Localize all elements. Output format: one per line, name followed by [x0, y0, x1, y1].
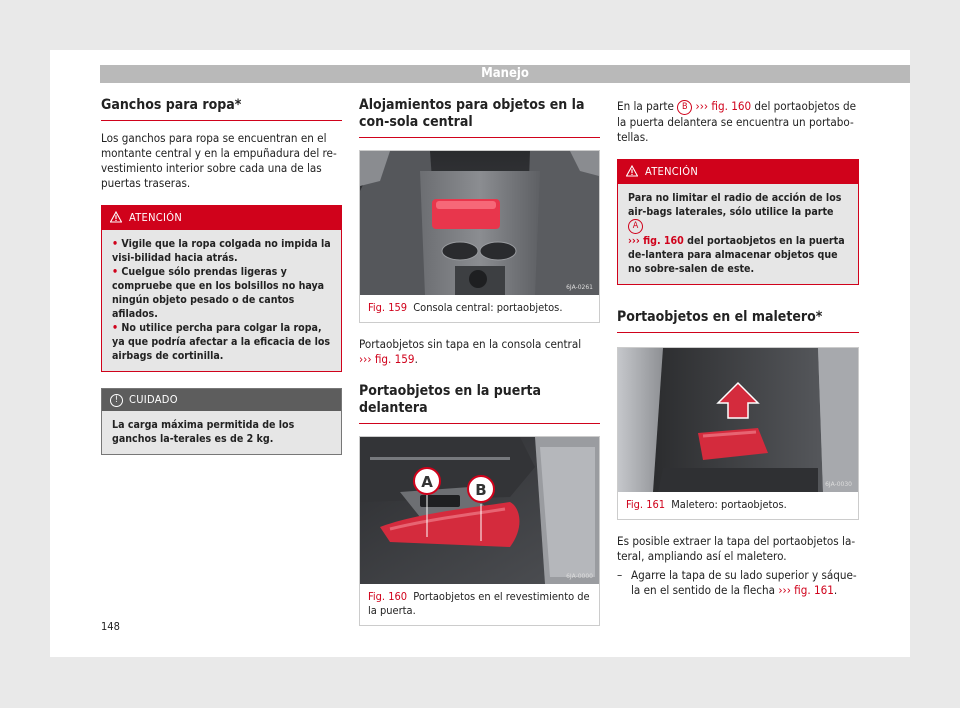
trunk-photo: 6JA-0030 — [618, 348, 858, 492]
figure-ref-link[interactable]: ››› fig. 161 — [778, 583, 834, 597]
figure-ref-link[interactable]: ››› fig. 160 — [628, 235, 684, 247]
section-title-hooks: Ganchos para ropa* — [101, 97, 342, 121]
door-photo: A B 6JA-0000 — [360, 437, 599, 584]
figure-ref-link[interactable]: ››› fig. 160 — [695, 99, 752, 113]
warning-box-hooks: ATENCIÓN • Vigile que la ropa colgada no… — [101, 205, 342, 372]
warning-item: • No utilice percha para colgar la ropa,… — [112, 322, 331, 362]
figure-161: 6JA-0030 Fig. 161 Maletero: portaobjetos… — [617, 347, 859, 520]
section-header: Manejo — [100, 65, 910, 83]
section-title-console: Alojamientos para objetos en la con-sola… — [359, 97, 600, 138]
column-1: Ganchos para ropa* Los ganchos para ropa… — [101, 97, 342, 455]
warning-label: ATENCIÓN — [129, 211, 183, 224]
hooks-intro: Los ganchos para ropa se encuentran en e… — [101, 131, 337, 190]
warning-icon — [626, 165, 638, 177]
part-a-badge: A — [628, 219, 643, 234]
page-number: 148 — [101, 620, 120, 633]
section-title-door: Portaobjetos en la puerta delantera — [359, 383, 600, 424]
callout-a: A — [421, 473, 433, 491]
section-title-trunk: Portaobjetos en el maletero* — [617, 309, 859, 333]
figure-ref-link[interactable]: ››› fig. 159 — [359, 352, 415, 366]
image-code: 6JA-0030 — [825, 481, 852, 488]
page: Manejo Ganchos para ropa* Los ganchos pa… — [50, 50, 910, 657]
console-illustration — [360, 151, 599, 295]
figure-caption: Fig. 160 Portaobjetos en el revestimient… — [368, 590, 590, 617]
console-photo: 6JA-0261 — [360, 151, 599, 295]
step-item: – Agarre la tapa de su lado superior y s… — [617, 568, 857, 597]
warning-item: • Cuelgue sólo prendas ligeras y comprue… — [112, 266, 325, 320]
trunk-text: Es posible extraer la tapa del portaobje… — [617, 534, 856, 563]
column-3: En la parte B ››› fig. 160 del portaobje… — [617, 97, 859, 598]
callout-b: B — [475, 481, 486, 499]
part-b-badge: B — [677, 100, 693, 115]
warning-box-door: ATENCIÓN Para no limitar el radio de acc… — [617, 159, 859, 285]
trunk-illustration — [618, 348, 858, 492]
warning-label: ATENCIÓN — [645, 165, 699, 178]
figure-caption: Fig. 161 Maletero: portaobjetos. — [626, 498, 787, 511]
figure-caption: Fig. 159 Consola central: portaobjetos. — [368, 301, 563, 314]
caution-label: CUIDADO — [129, 393, 178, 406]
image-code: 6JA-0000 — [566, 573, 593, 580]
door-illustration: A B — [360, 437, 599, 584]
warning-icon — [110, 211, 122, 223]
console-text: Portaobjetos sin tapa en la consola cent… — [359, 337, 582, 366]
figure-160: A B 6JA-0000 Fig. 160 Portaobjetos en el… — [359, 436, 600, 626]
warning-item: • Vigile que la ropa colgada no impida l… — [112, 238, 331, 264]
caution-box: ! CUIDADO La carga máxima permitida de l… — [101, 388, 342, 455]
caution-text: La carga máxima permitida de los ganchos… — [102, 411, 341, 454]
figure-159: 6JA-0261 Fig. 159 Consola central: porta… — [359, 150, 600, 323]
image-code: 6JA-0261 — [566, 284, 593, 291]
door-bottle-text: En la parte B ››› fig. 160 del portaobje… — [617, 99, 857, 144]
warning-text: Para no limitar el radio de acción de lo… — [618, 184, 858, 284]
info-icon: ! — [110, 394, 123, 407]
column-2: Alojamientos para objetos en la con-sola… — [359, 97, 600, 626]
